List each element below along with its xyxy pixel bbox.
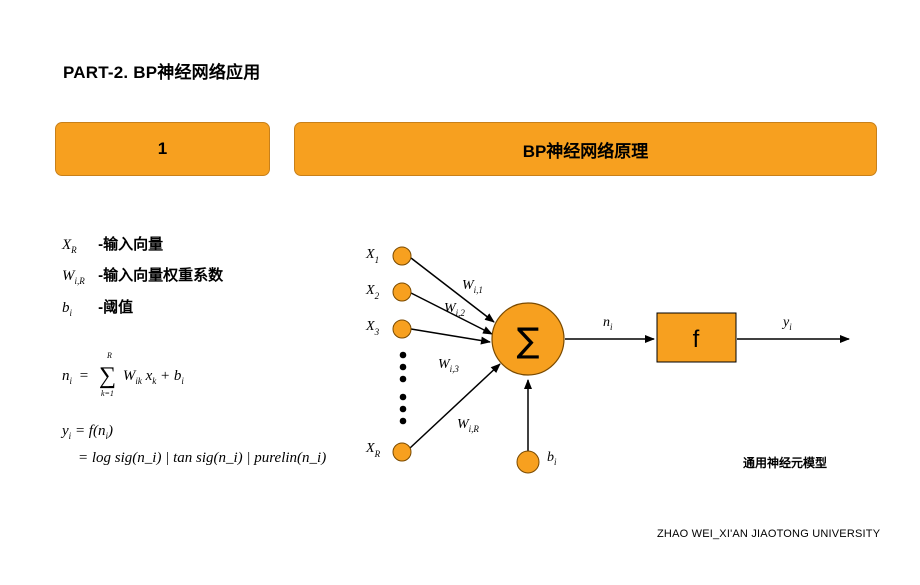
section-title: BP神经网络原理 (522, 141, 649, 161)
legend-symbol: XR (62, 237, 77, 255)
section-title-bar: BP神经网络原理 (294, 122, 877, 176)
legend-item-weights: Wi,R -输入向量权重系数 (62, 264, 223, 286)
legend-desc: -阈值 (98, 299, 134, 316)
net-label: ni (603, 315, 613, 332)
legend-item-input-vector: XR -输入向量 (62, 233, 163, 255)
output-label: yi (781, 315, 792, 332)
summation-glyph: ∑ (517, 321, 540, 361)
weight-label-3: Wi,3 (438, 357, 459, 374)
weight-line-r (409, 363, 501, 449)
section-number-bar: 1 (55, 122, 270, 176)
weight-label-2: Wi,2 (444, 301, 465, 318)
bias-node (516, 450, 540, 474)
legend-symbol: bi (62, 300, 73, 318)
weight-line-3 (410, 328, 491, 345)
transfer-function-label: f (693, 326, 700, 353)
page-title: PART-2. BP神经网络应用 (63, 63, 261, 82)
output-formula: yi = f(ni) (62, 423, 113, 441)
weight-label-1: Wi,1 (462, 278, 483, 295)
input-label-3: X3 (365, 319, 380, 337)
diagram-caption: 通用神经元模型 (743, 456, 828, 470)
input-label-2: X2 (365, 283, 380, 301)
input-node-3 (392, 319, 412, 339)
input-node-2 (392, 282, 412, 302)
section-number: 1 (157, 139, 168, 158)
legend-item-threshold: bi -阈值 (62, 296, 133, 318)
input-node-r (392, 442, 412, 462)
footer-text: ZHAO WEI_XI'AN JIAOTONG UNIVERSITY (657, 528, 881, 540)
legend-desc: -输入向量 (98, 236, 164, 253)
weight-line-1 (410, 257, 495, 323)
activation-functions: = log sig(n_i) | tan sig(n_i) | purelin(… (78, 450, 327, 466)
legend-symbol: Wi,R (62, 268, 85, 286)
input-label-1: X1 (365, 247, 379, 265)
summation-node (491, 302, 565, 376)
legend-desc: -输入向量权重系数 (98, 267, 224, 284)
weight-line-2 (410, 292, 493, 335)
bias-label: bi (547, 450, 557, 467)
input-node-1 (392, 246, 412, 266)
input-label-r: XR (365, 441, 381, 459)
weight-label-r: Wi,R (457, 417, 479, 434)
ellipsis-dots (399, 351, 407, 425)
transfer-function-box (656, 312, 737, 363)
